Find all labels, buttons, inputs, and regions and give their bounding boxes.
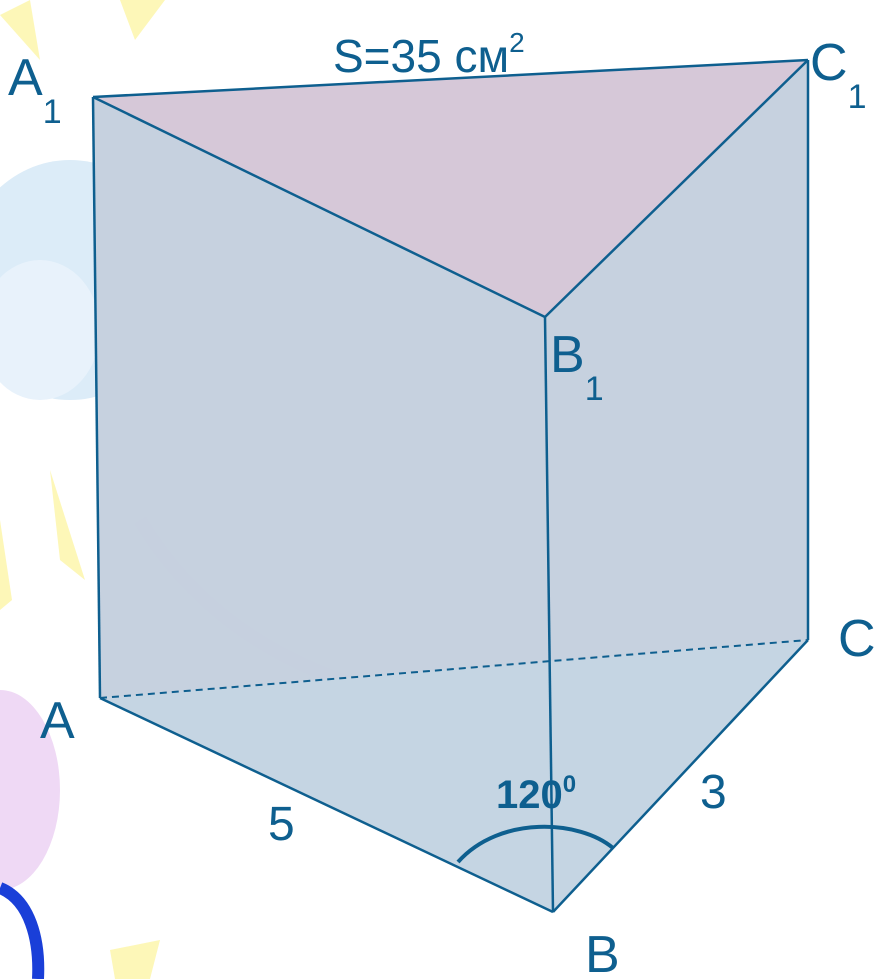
edge-B-B1 [543, 316, 555, 913]
top-face [93, 60, 808, 317]
edge-A-B [99, 696, 554, 914]
bg-violet-blob [0, 690, 60, 890]
vertex-label-B: B [585, 926, 620, 979]
bg-swirl [0, 260, 100, 400]
bg-ray [50, 470, 85, 580]
vertex-label-A: A [40, 692, 75, 750]
bg-dark-arc [0, 882, 45, 979]
bg-ray [110, 940, 160, 979]
edge-A1-C1 [92, 58, 809, 99]
bg-ray [0, 520, 12, 610]
vertex-label-C1: C1 [810, 34, 866, 116]
angle-arc-B [456, 824, 615, 864]
area-label: S=35 см2 [333, 27, 525, 82]
bg-ray [0, 0, 40, 60]
edge-B1-C1 [544, 59, 809, 318]
vertex-label-C: C [838, 610, 876, 668]
vertex-label-A1: A1 [8, 49, 62, 131]
angle-label-B: 1200 [496, 771, 576, 817]
edge-A1-B1 [92, 95, 546, 319]
bg-ray [120, 0, 165, 40]
edge-A-A1 [91, 96, 102, 699]
edge-B-C [552, 639, 809, 913]
side-face-BCC1B1 [545, 60, 808, 912]
vertex-label-B1: B1 [550, 326, 604, 408]
edge-label-AB: 5 [268, 798, 295, 851]
edge-A-C-hidden [99, 639, 809, 699]
edge-label-BC: 3 [700, 766, 727, 819]
side-face-ABB1A1 [93, 97, 553, 912]
